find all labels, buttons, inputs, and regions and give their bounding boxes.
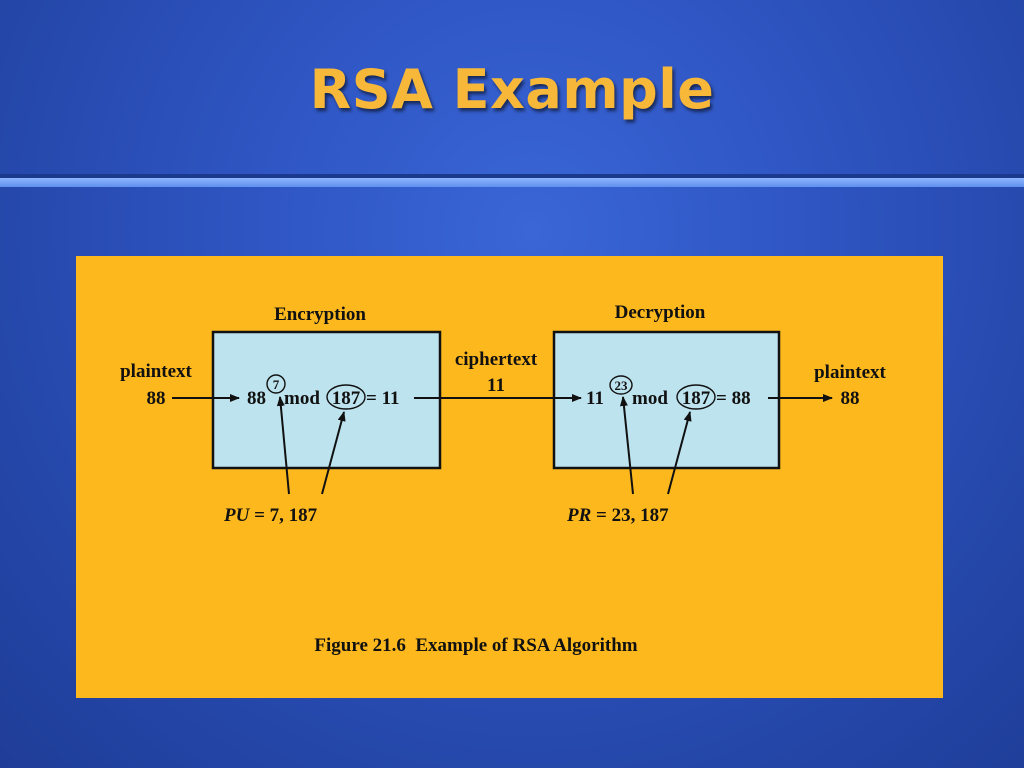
enc-modulus-circle [326, 384, 366, 410]
private-key-var: PR [566, 505, 591, 526]
dec-result: = 88 [716, 388, 751, 409]
enc-mod: mod [284, 388, 320, 409]
pr-exponent-arrow [619, 396, 634, 495]
enc-modulus: 187 [332, 388, 361, 409]
dec-exponent: 23 [615, 378, 629, 393]
pr-modulus-arrow [667, 411, 692, 495]
enc-exponent: 7 [273, 377, 280, 392]
pu-exponent-arrow [276, 396, 290, 495]
pu-modulus-arrow [321, 411, 346, 495]
enc-exponent-circle [266, 374, 286, 394]
decryption-box [552, 330, 781, 470]
title-rule-dark [0, 174, 1024, 178]
decryption-label: Decryption [615, 302, 706, 323]
dec-modulus: 187 [682, 388, 711, 409]
enc-base: 88 [247, 388, 266, 409]
input-plaintext-value: 88 [147, 388, 166, 409]
ciphertext-value: 11 [487, 375, 505, 396]
public-key-var: PU [223, 505, 251, 526]
rsa-figure-panel: Encryption Decryption plaintext 88 88 7 … [76, 256, 943, 698]
public-key-value: = 7, 187 [249, 505, 317, 526]
rsa-diagram: Encryption Decryption plaintext 88 88 7 … [120, 302, 886, 656]
private-key-label: PR = 23, 187 [566, 505, 669, 526]
public-key-label: PU = 7, 187 [223, 505, 318, 526]
dec-mod: mod [632, 388, 668, 409]
encryption-label: Encryption [274, 304, 366, 325]
dec-modulus-circle [676, 384, 716, 410]
encryption-box [211, 330, 442, 470]
dec-base: 11 [586, 388, 604, 409]
enc-result: = 11 [366, 388, 400, 409]
output-plaintext-label: plaintext [814, 362, 886, 383]
input-plaintext-label: plaintext [120, 361, 192, 382]
slide-title: RSA Example [309, 58, 715, 121]
private-key-value: = 23, 187 [591, 505, 669, 526]
output-plaintext-value: 88 [841, 388, 860, 409]
title-rule-light [0, 178, 1024, 187]
figure-caption: Figure 21.6 Example of RSA Algorithm [314, 635, 637, 656]
dec-exponent-circle [609, 375, 633, 395]
ciphertext-label: ciphertext [455, 349, 538, 370]
